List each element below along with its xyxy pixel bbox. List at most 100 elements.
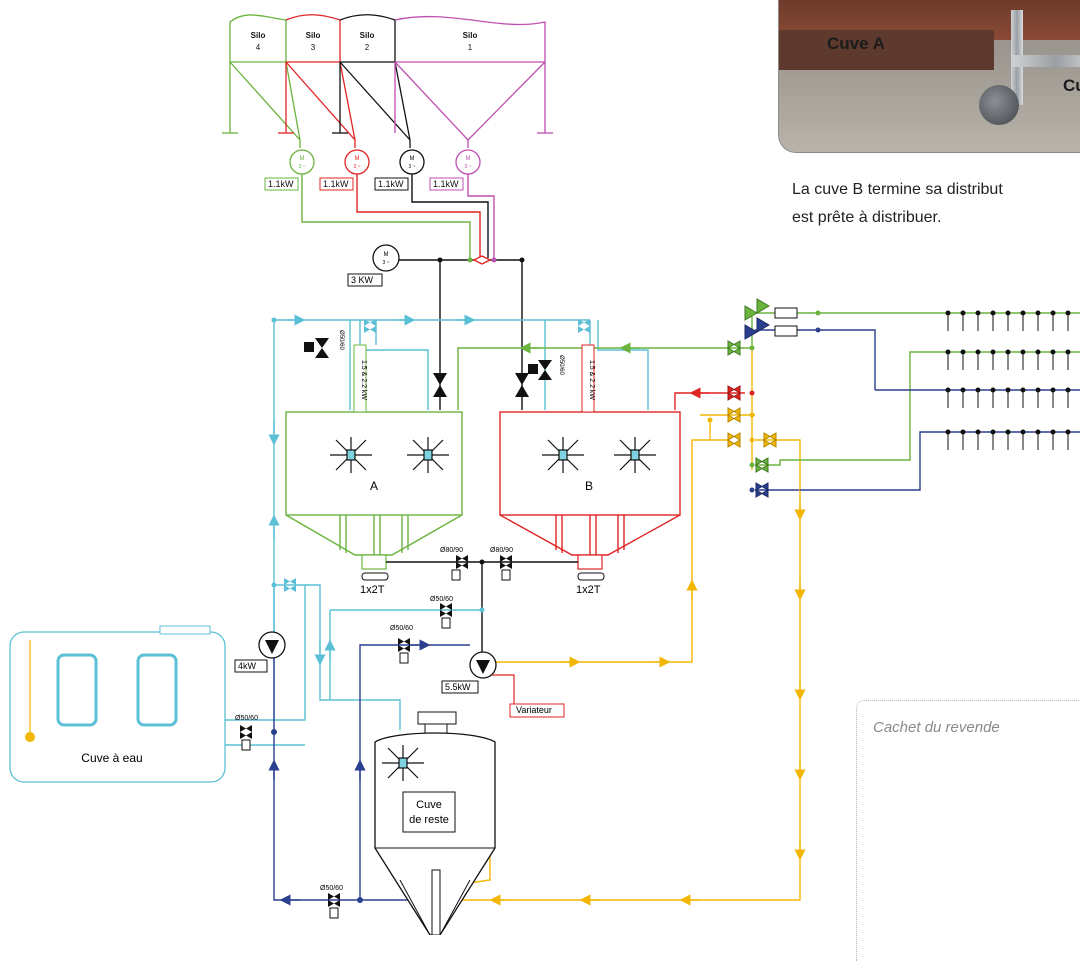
outlet-b-label: 1x2T — [576, 584, 601, 596]
silo-2 — [332, 14, 411, 141]
pump-main: 5.5kW Variateur — [441, 651, 565, 718]
valve-bottom-label: Ø50/60 — [320, 885, 343, 892]
valve-low: Ø50/60 — [390, 625, 413, 664]
motor-phase: 3 ~ — [298, 164, 305, 170]
valve-low-label: Ø50/60 — [390, 625, 413, 632]
valve-ab-left: Ø80/90 — [440, 547, 468, 581]
valve-ab-right: Ø80/90 — [490, 547, 513, 581]
feeding-system-diagram: Silo 4 Silo 3 Silo 2 Silo 1 M 3 ~ M 3 ~ … — [9, 14, 1080, 935]
tank-a-label: A — [370, 479, 378, 493]
silo-2-number: 2 — [365, 43, 370, 52]
caption-line-1: La cuve B termine sa distribut — [792, 181, 1003, 198]
valve-ab-right-label: Ø80/90 — [490, 547, 513, 554]
water-tank-label: Cuve à eau — [81, 751, 142, 765]
motor-m: M — [466, 156, 471, 162]
valve-mid: Ø50/60 — [430, 596, 453, 629]
valve-red-1 — [727, 385, 741, 401]
valve-cyan-left — [284, 578, 296, 592]
photo-tank-body — [779, 30, 994, 70]
doser-2 — [774, 325, 798, 337]
mixer-blade-b-right — [614, 437, 656, 473]
silo-labels: Silo 4 Silo 3 Silo 2 Silo 1 — [251, 31, 478, 52]
mixer-blade-b-left — [542, 437, 584, 473]
water-tank: Cuve à eau — [9, 625, 226, 783]
valve-bottom: Ø50/60 — [320, 885, 343, 919]
outlet-b: 1x2T — [576, 572, 605, 596]
photo-label-cuve-a: Cuve A — [827, 34, 885, 53]
silo-3-label: Silo — [306, 31, 321, 40]
valve-water: Ø50/60 — [235, 715, 258, 751]
valve-navy-1 — [744, 317, 770, 340]
valve-black-b — [515, 373, 529, 397]
motor-silo-1: M 3 ~ — [455, 140, 481, 175]
silo-4-label: Silo — [251, 31, 266, 40]
distribution-black-lines — [399, 259, 523, 410]
valve-dn-vertical-a-label: Ø50/60 — [338, 330, 344, 350]
photo-pipe — [1011, 55, 1080, 67]
tank-b-label: B — [585, 479, 593, 493]
valve-yellow-3 — [763, 432, 777, 448]
valve-green-3 — [755, 457, 769, 473]
valve-yellow-2 — [727, 432, 741, 448]
photo-label-cuve-b: Cu — [1063, 76, 1080, 95]
motor-silo-4: M 3 ~ — [289, 140, 315, 175]
agitator-a: 1.5 & 2.2 kW — [353, 344, 367, 413]
valve-cyan-top — [364, 319, 376, 333]
caption: La cuve B termine sa distribut est prête… — [792, 176, 1003, 232]
valve-dn-vertical-b: Ø50/60 — [528, 355, 564, 380]
valve-water-label: Ø50/60 — [235, 715, 258, 722]
photo-pump — [979, 85, 1019, 125]
motor-m: M — [410, 156, 415, 162]
pump-water: 4kW — [234, 631, 286, 673]
outlet-a-label: 1x2T — [360, 584, 385, 596]
outlet-a: 1x2T — [360, 572, 389, 596]
motor-silo-3: M 3 ~ — [344, 140, 370, 175]
rest-tank-label-2: de reste — [409, 814, 449, 826]
reseller-stamp-label: Cachet du revende — [873, 719, 1000, 736]
valve-ab-left-label: Ø80/90 — [440, 547, 463, 554]
mixer-blade-a-left — [330, 437, 372, 473]
valve-cyan-top-b — [578, 319, 590, 333]
rest-tank-label-1: Cuve — [416, 799, 442, 811]
motor-power-1: 1.1kW — [433, 179, 459, 189]
silo-feed-lines — [301, 174, 495, 258]
tank-a: A 1.5 & 2.2 kW — [285, 344, 463, 570]
doser-1 — [774, 307, 798, 319]
inline-valves: Ø80/90 Ø80/90 Ø50/60 Ø50/60 Ø50/60 Ø50/6… — [235, 319, 590, 919]
valve-dn-vertical-a: Ø50/60 — [304, 330, 344, 358]
silo-1-label: Silo — [463, 31, 478, 40]
motor-power-2: 1.1kW — [378, 179, 404, 189]
rest-tank: Cuve de reste — [374, 711, 496, 935]
silo-1 — [394, 15, 553, 141]
valve-green-1 — [744, 298, 770, 321]
motor-power-labels: 1.1kW 1.1kW 1.1kW 1.1kW — [264, 177, 464, 191]
trough-feeders — [945, 310, 1071, 450]
main-motor: M 3 ~ 3 KW — [347, 244, 400, 287]
valve-mid-label: Ø50/60 — [430, 596, 453, 603]
valve-navy-2 — [755, 482, 769, 498]
silo-4 — [222, 14, 301, 141]
silo-3-number: 3 — [311, 43, 316, 52]
main-motor-power: 3 KW — [351, 275, 374, 285]
motor-power-3: 1.1kW — [323, 179, 349, 189]
agitator-a-power: 1.5 & 2.2 kW — [360, 360, 367, 400]
reseller-stamp-box: Cachet du revende — [856, 700, 1080, 961]
motor-m: M — [384, 252, 389, 258]
variator-label: Variateur — [516, 705, 552, 715]
valve-yellow-1 — [727, 407, 741, 423]
motor-phase: 3 ~ — [353, 164, 360, 170]
valve-black-a — [433, 373, 447, 397]
silo-4-number: 4 — [256, 43, 261, 52]
distribution-valves-right — [727, 298, 798, 498]
splitter-diverter — [437, 255, 525, 265]
motor-power-4: 1.1kW — [268, 179, 294, 189]
pump-water-power: 4kW — [238, 661, 257, 671]
junction-dots — [271, 310, 821, 903]
feeder-row-1 — [947, 313, 1069, 331]
caption-line-2: est prête à distribuer. — [792, 209, 942, 226]
valve-green-2 — [727, 340, 741, 356]
feeder-row-2 — [947, 352, 1069, 370]
tank-photo: Cuve A Cu — [778, 0, 1080, 153]
valve-dn-vertical-b-label: Ø50/60 — [558, 355, 564, 375]
feeder-row-4 — [947, 432, 1069, 450]
